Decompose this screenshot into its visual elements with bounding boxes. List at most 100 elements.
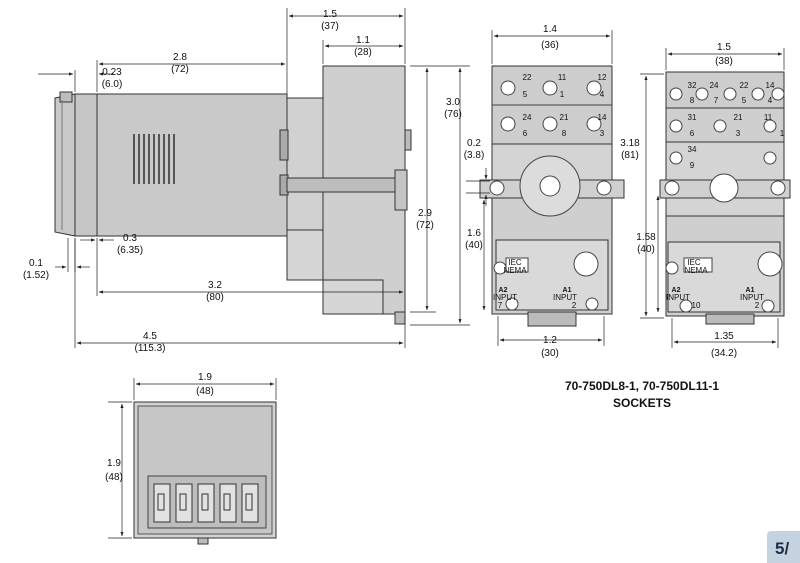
s11-input-left: INPUT bbox=[666, 293, 690, 302]
dim-height: 3.0 bbox=[446, 97, 460, 108]
s8-term-4: 5 bbox=[523, 90, 528, 99]
s11-dim-bottom-mm: (34.2) bbox=[711, 348, 737, 359]
front-dim-width-mm: (48) bbox=[196, 386, 214, 397]
s8-dim-bottom-mm: (30) bbox=[541, 348, 559, 359]
socket-11-dimensions: 1.5 (38) 3.18 (81) 1.58 (40) 1.35 (34.2) bbox=[620, 42, 785, 359]
socket-8-labels: 22 11 12 5 1 4 24 21 14 6 8 3 IEC NEMA A… bbox=[493, 73, 607, 310]
socket-11-pin bbox=[659, 71, 791, 325]
socket-11-labels: 32 24 22 14 8 7 5 4 31 21 11 6 3 1 34 9 … bbox=[666, 81, 785, 310]
dim-top-width: 1.5 bbox=[323, 9, 337, 20]
dim-module-width-mm: (28) bbox=[354, 47, 372, 58]
s8-term-9: 14 bbox=[598, 113, 607, 122]
s11-dim-width-mm: (38) bbox=[715, 56, 733, 67]
front-dim-height: 1.9 bbox=[107, 458, 121, 469]
front-dim-height-mm: (48) bbox=[105, 472, 123, 483]
s11-input-right: INPUT bbox=[740, 293, 764, 302]
dim-step: 0.3 bbox=[123, 233, 137, 244]
s11-nema: NEMA bbox=[684, 266, 708, 275]
side-socket-module bbox=[286, 97, 324, 249]
s8-term-8: 21 bbox=[560, 113, 569, 122]
s8-iec: IEC bbox=[508, 258, 522, 267]
s11-term-1: 32 bbox=[688, 81, 697, 90]
s11-term-6: 7 bbox=[714, 96, 719, 105]
s11-term-3: 22 bbox=[740, 81, 749, 90]
s11-term-left: 10 bbox=[692, 301, 701, 310]
s8-a2: A2 bbox=[499, 287, 508, 294]
s8-nema: NEMA bbox=[503, 266, 527, 275]
dim-depth-mm: (72) bbox=[171, 64, 189, 75]
s11-term-7: 5 bbox=[742, 96, 747, 105]
s8-dim-mount: 1.6 bbox=[467, 228, 481, 239]
s8-dim-width-mm: (36) bbox=[541, 40, 559, 51]
s11-term-10: 21 bbox=[734, 113, 743, 122]
s8-term-1: 22 bbox=[523, 73, 532, 82]
s11-term-13: 3 bbox=[736, 129, 741, 138]
dim-overall: 4.5 bbox=[143, 331, 157, 342]
socket-8-dimensions: 1.4 (36) 0.2 (3.8) 1.6 (40) 1.2 (30) bbox=[464, 24, 613, 359]
s8-dim-slot-mm: (3.8) bbox=[464, 150, 485, 161]
s11-term-8: 4 bbox=[768, 96, 773, 105]
side-housing bbox=[74, 93, 98, 237]
dim-overall-mm: (115.3) bbox=[135, 343, 166, 354]
s11-term-4: 14 bbox=[766, 81, 775, 90]
dim-gap: 0.1 bbox=[29, 258, 43, 269]
caption-models: 70-750DL8-1, 70-750DL11-1 bbox=[565, 379, 719, 393]
s11-dim-bottom: 1.35 bbox=[714, 331, 734, 342]
s8-dim-bottom: 1.2 bbox=[543, 335, 557, 346]
dim-inner-height-mm: (72) bbox=[416, 220, 434, 231]
socket-8-pin bbox=[479, 65, 625, 327]
s11-term-right: 2 bbox=[755, 301, 760, 310]
dim-bezel-mm: (6.0) bbox=[102, 79, 123, 90]
s8-dim-slot: 0.2 bbox=[467, 138, 481, 149]
s11-term-12: 6 bbox=[690, 129, 695, 138]
vent-grille bbox=[133, 134, 175, 184]
s8-term-2: 11 bbox=[558, 73, 567, 82]
s11-term-14: 1 bbox=[780, 129, 785, 138]
thumbwheel-switches bbox=[153, 483, 259, 523]
s8-term-7: 24 bbox=[523, 113, 532, 122]
side-view bbox=[54, 65, 412, 325]
s11-term-9: 31 bbox=[688, 113, 697, 122]
s8-term-5: 1 bbox=[560, 90, 565, 99]
s8-dim-width: 1.4 bbox=[543, 24, 557, 35]
dim-body-depth: 3.2 bbox=[208, 280, 222, 291]
s11-dim-height-mm: (81) bbox=[621, 150, 639, 161]
side-bezel bbox=[54, 93, 76, 237]
s11-dim-height: 3.18 bbox=[620, 138, 640, 149]
s11-term-15: 34 bbox=[688, 145, 697, 154]
dim-module-width: 1.1 bbox=[356, 35, 370, 46]
page-number: 5/ bbox=[767, 531, 800, 563]
dim-bezel: 0.23 bbox=[102, 67, 122, 78]
front-view bbox=[133, 401, 277, 545]
s8-term-11: 8 bbox=[562, 129, 567, 138]
s11-term-2: 24 bbox=[710, 81, 719, 90]
front-dimensions: 1.9 (48) 1.9 (48) bbox=[105, 372, 277, 539]
s8-input-left: INPUT bbox=[493, 293, 517, 302]
side-dimensions: 1.5 (37) 1.1 (28) 2.8 (72) 0.23 (6.0) 3.… bbox=[23, 8, 470, 354]
s11-dim-width: 1.5 bbox=[717, 42, 731, 53]
s8-term-right: 2 bbox=[572, 301, 577, 310]
s11-a1: A1 bbox=[746, 287, 755, 294]
s11-term-16: 9 bbox=[690, 161, 695, 170]
s8-term-12: 3 bbox=[600, 129, 605, 138]
dim-inner-height: 2.9 bbox=[418, 208, 432, 219]
dim-height-mm: (76) bbox=[444, 109, 462, 120]
s11-dim-mount-mm: (40) bbox=[637, 244, 655, 255]
s8-a1: A1 bbox=[563, 287, 572, 294]
s11-a2: A2 bbox=[672, 287, 681, 294]
dim-step-mm: (6.35) bbox=[117, 245, 143, 256]
s8-dim-mount-mm: (40) bbox=[465, 240, 483, 251]
s8-term-left: 7 bbox=[498, 301, 503, 310]
front-dim-width: 1.9 bbox=[198, 372, 212, 383]
s11-term-5: 8 bbox=[690, 96, 695, 105]
s8-term-10: 6 bbox=[523, 129, 528, 138]
dim-gap-mm: (1.52) bbox=[23, 270, 49, 281]
s8-input-right: INPUT bbox=[553, 293, 577, 302]
s11-term-11: 11 bbox=[764, 113, 773, 122]
dim-body-depth-mm: (80) bbox=[206, 292, 224, 303]
caption-sockets: SOCKETS bbox=[613, 396, 671, 410]
s11-iec: IEC bbox=[687, 258, 701, 267]
s8-term-6: 4 bbox=[600, 90, 605, 99]
dim-top-width-mm: (37) bbox=[321, 21, 339, 32]
